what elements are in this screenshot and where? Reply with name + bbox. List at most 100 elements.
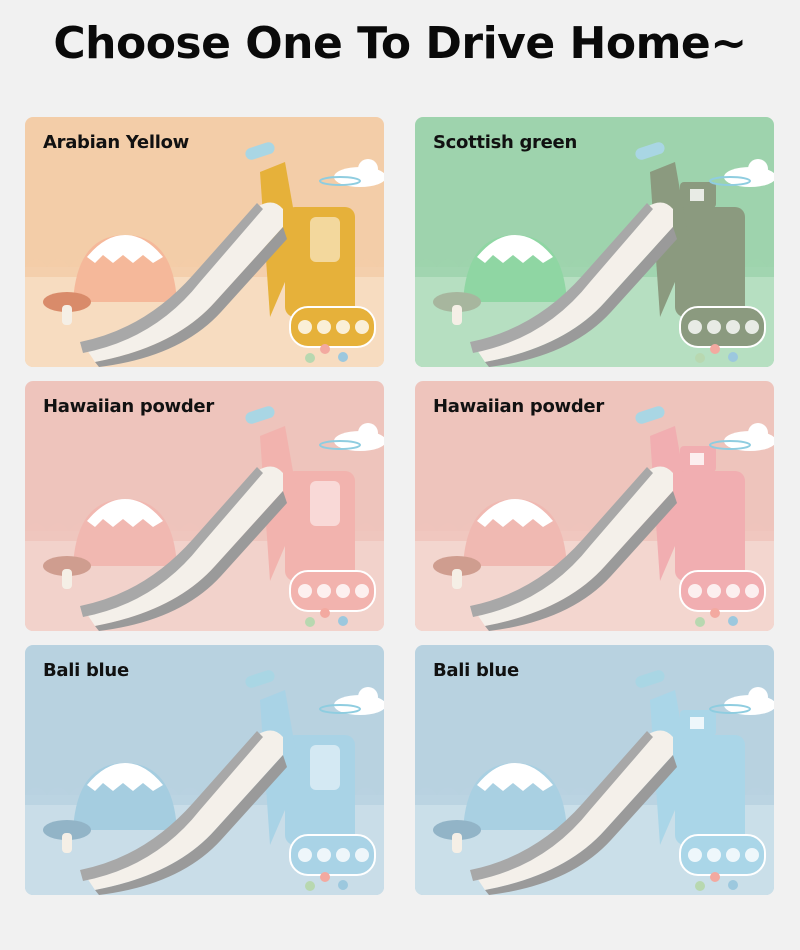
product-image xyxy=(415,645,774,895)
play-ball xyxy=(338,616,348,626)
mushroom-stem xyxy=(452,305,462,325)
product-image xyxy=(415,381,774,631)
play-ball xyxy=(710,344,720,354)
page-title: Choose One To Drive Home~ xyxy=(53,18,747,69)
mushroom-cap xyxy=(43,292,91,312)
mushroom-cap xyxy=(43,820,91,840)
play-ball xyxy=(305,617,315,627)
color-option-label: Bali blue xyxy=(43,660,129,681)
vehicle-track xyxy=(289,570,376,612)
slide-rail-left xyxy=(470,467,653,617)
track-wheel xyxy=(317,320,331,334)
cab-window xyxy=(690,189,704,201)
product-image xyxy=(415,117,774,367)
telescope-toy xyxy=(635,670,665,688)
track-wheel xyxy=(336,584,350,598)
track-wheel xyxy=(688,848,702,862)
slide-rail-left xyxy=(80,203,263,353)
play-ball xyxy=(710,608,720,618)
color-option-card[interactable]: Scottish green xyxy=(415,117,774,367)
color-option-card[interactable]: Bali blue xyxy=(25,645,384,895)
vehicle-body xyxy=(675,735,745,845)
play-ball xyxy=(320,608,330,618)
color-option-label: Bali blue xyxy=(433,660,519,681)
mushroom-stem xyxy=(452,569,462,589)
product-image xyxy=(25,645,384,895)
hoop-rim xyxy=(709,176,751,186)
play-ball xyxy=(338,352,348,362)
track-wheel xyxy=(336,848,350,862)
track-wheel xyxy=(688,584,702,598)
track-wheel xyxy=(336,320,350,334)
cab-window xyxy=(310,481,340,526)
mushroom-stem xyxy=(62,833,72,853)
track-wheel xyxy=(707,848,721,862)
cab-window xyxy=(690,453,704,465)
cloud-puff xyxy=(748,159,768,179)
vehicle-track xyxy=(679,306,766,348)
cloud-puff xyxy=(358,159,378,179)
mushroom-cap xyxy=(433,292,481,312)
track-wheel xyxy=(745,848,759,862)
telescope-toy xyxy=(635,142,665,160)
hoop-rim xyxy=(319,440,361,450)
mushroom-stem xyxy=(62,305,72,325)
track-wheel xyxy=(707,584,721,598)
track-wheel xyxy=(745,584,759,598)
dome-snowcap xyxy=(477,763,553,791)
slide-rail-left xyxy=(80,467,263,617)
cloud-puff xyxy=(748,423,768,443)
play-ball xyxy=(320,872,330,882)
cloud-puff xyxy=(358,423,378,443)
track-wheel xyxy=(355,848,369,862)
color-option-card[interactable]: Hawaiian powder xyxy=(25,381,384,631)
cab-window xyxy=(690,717,704,729)
telescope-toy xyxy=(245,670,275,688)
mushroom-cap xyxy=(43,556,91,576)
slide-rail-left xyxy=(470,731,653,881)
play-ball xyxy=(728,352,738,362)
telescope-toy xyxy=(245,406,275,424)
color-option-card[interactable]: Hawaiian powder xyxy=(415,381,774,631)
color-option-label: Scottish green xyxy=(433,132,577,153)
track-wheel xyxy=(745,320,759,334)
product-image xyxy=(25,117,384,367)
color-option-card[interactable]: Bali blue xyxy=(415,645,774,895)
play-ball xyxy=(695,353,705,363)
cloud-puff xyxy=(358,687,378,707)
color-option-label: Arabian Yellow xyxy=(43,132,189,153)
dome-snowcap xyxy=(87,763,163,791)
mushroom-stem xyxy=(452,833,462,853)
dome-snowcap xyxy=(477,499,553,527)
play-ball xyxy=(695,881,705,891)
telescope-toy xyxy=(635,406,665,424)
color-option-label: Hawaiian powder xyxy=(433,396,604,417)
color-option-card[interactable]: Arabian Yellow xyxy=(25,117,384,367)
hoop-rim xyxy=(709,704,751,714)
play-ball xyxy=(695,617,705,627)
mushroom-stem xyxy=(62,569,72,589)
track-wheel xyxy=(317,848,331,862)
track-wheel xyxy=(298,584,312,598)
play-ball xyxy=(710,872,720,882)
vehicle-track xyxy=(289,306,376,348)
vehicle-body xyxy=(675,471,745,581)
dome-snowcap xyxy=(87,235,163,263)
track-wheel xyxy=(726,320,740,334)
slide-rail-left xyxy=(80,731,263,881)
track-wheel xyxy=(688,320,702,334)
play-ball xyxy=(305,881,315,891)
track-wheel xyxy=(298,848,312,862)
dome-snowcap xyxy=(477,235,553,263)
cab-window xyxy=(310,217,340,262)
hoop-rim xyxy=(319,704,361,714)
track-wheel xyxy=(355,584,369,598)
mushroom-cap xyxy=(433,820,481,840)
track-wheel xyxy=(355,320,369,334)
play-ball xyxy=(728,616,738,626)
telescope-toy xyxy=(245,142,275,160)
dome-snowcap xyxy=(87,499,163,527)
track-wheel xyxy=(707,320,721,334)
play-ball xyxy=(338,880,348,890)
product-image xyxy=(25,381,384,631)
